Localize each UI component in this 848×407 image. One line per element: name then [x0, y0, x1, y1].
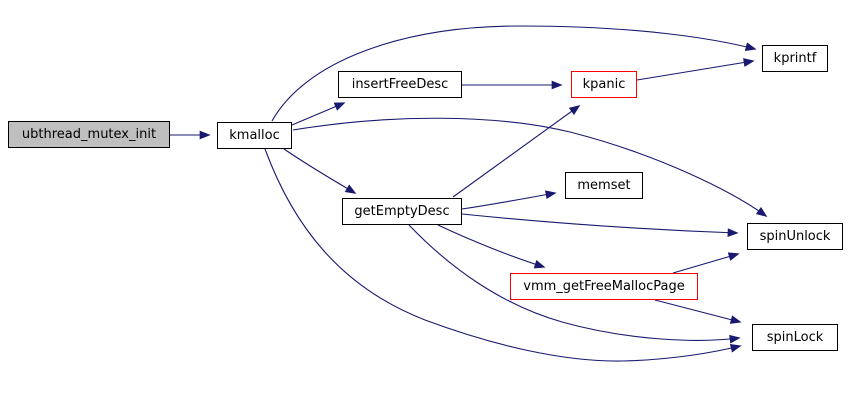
node-spinlock[interactable]: spinLock [752, 324, 838, 351]
node-kmalloc[interactable]: kmalloc [217, 122, 292, 149]
node-kprintf[interactable]: kprintf [762, 45, 828, 72]
node-memset[interactable]: memset [565, 172, 643, 199]
node-kpanic[interactable]: kpanic [571, 71, 637, 98]
node-ubthread-mutex-init: ubthread_mutex_init [8, 121, 170, 148]
edge-getEmptyDesc-kpanic [452, 105, 581, 198]
node-getemptydesc[interactable]: getEmptyDesc [342, 198, 462, 225]
edge-kmalloc-insertFreeDesc [291, 102, 346, 126]
edge-getEmptyDesc-spinUnlock [461, 213, 739, 238]
edge-kmalloc-spinLock [264, 148, 742, 362]
edge-getEmptyDesc-vmm_getFreeMallocPage [437, 224, 546, 269]
edge-kpanic-kprintf [636, 58, 755, 81]
edge-getEmptyDesc-memset [461, 190, 557, 210]
node-vmm-getfreemallocpage[interactable]: vmm_getFreeMallocPage [510, 273, 698, 300]
edge-kmalloc-getEmptyDesc [283, 148, 357, 194]
node-insertfreedesc[interactable]: insertFreeDesc [338, 71, 462, 98]
edge-vmm_getFreeMallocPage-spinUnlock [672, 252, 740, 274]
node-spinunlock[interactable]: spinUnlock [747, 223, 843, 250]
edge-vmm_getFreeMallocPage-spinLock [654, 299, 742, 324]
